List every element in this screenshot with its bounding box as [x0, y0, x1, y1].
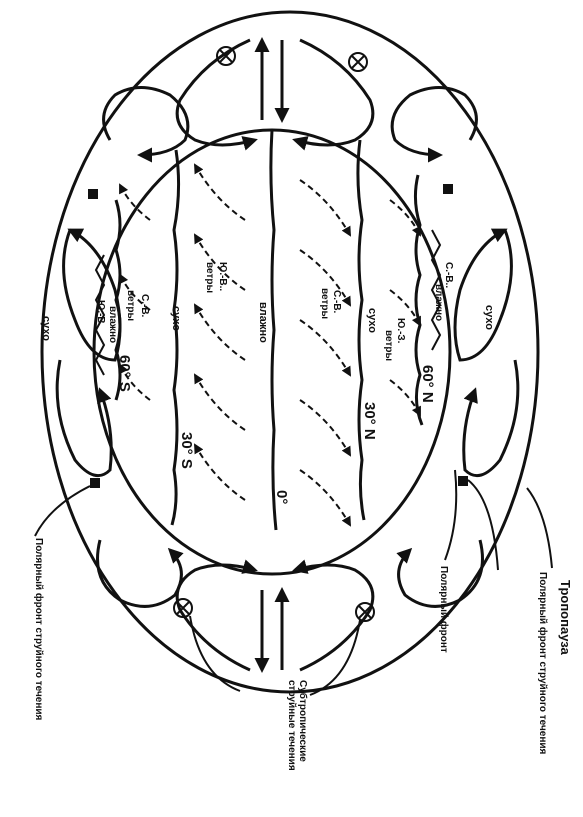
latitude-line-equator [271, 130, 276, 530]
lat-60n-label: 60° N [419, 365, 436, 403]
lat-30n-label: 30° N [361, 402, 378, 440]
winds-north-label: ветры [383, 330, 394, 361]
subtropical-jets-label-1: Субтропические [297, 680, 309, 762]
winds-se-label: ветры [204, 262, 215, 293]
wet-equator-label: влажно [257, 302, 269, 343]
lat-60s-label: 60° S [116, 355, 133, 392]
polar-front-label: Полярный фронт [438, 566, 450, 653]
subtropical-jet-top-right-icon [349, 53, 367, 71]
latitude-line-30n [358, 140, 364, 520]
ne-winds-label: С.-В. [331, 290, 342, 314]
dry-south-outer-label: сухо [40, 316, 52, 341]
winds-ne-label: ветры [319, 288, 330, 319]
polar-front-jet-left-label: Полярный фронт струйного течения [33, 538, 45, 721]
polar-jet-top-right-icon [443, 184, 453, 194]
lat-30s-label: 30° S [178, 432, 195, 469]
lat-equator-label: 0° [273, 490, 290, 504]
tropopause-label: Тропопауза [558, 580, 573, 656]
winds-south-label: ветры [125, 290, 136, 321]
polar-jet-top-left-icon [88, 189, 98, 199]
ne-winds-south-label: С.-В. [139, 294, 150, 318]
surface-wind-arrows [120, 165, 420, 525]
se-winds-label: Ю.-В.. [217, 262, 228, 291]
callout-lines [35, 470, 552, 695]
wet-north-label: влажно [433, 284, 444, 321]
dry-north-label: сухо [366, 308, 378, 333]
sw-winds-label: Ю.-З. [395, 318, 406, 344]
polar-front-jet-right-label: Полярный фронт струйного течения [537, 572, 549, 755]
polar-jet-bottom-right-icon [458, 476, 468, 486]
wet-south-label: влажно [107, 306, 118, 343]
se-winds-south-label: Ю.-В. [95, 300, 106, 327]
dry-north-outer-label: сухо [483, 305, 495, 330]
polar-jet-bottom-left-icon [90, 478, 100, 488]
latitude-line-30s [172, 150, 179, 525]
subtropical-jets-label-2: струйные течения [286, 680, 297, 771]
dry-south-label: сухо [170, 306, 182, 331]
